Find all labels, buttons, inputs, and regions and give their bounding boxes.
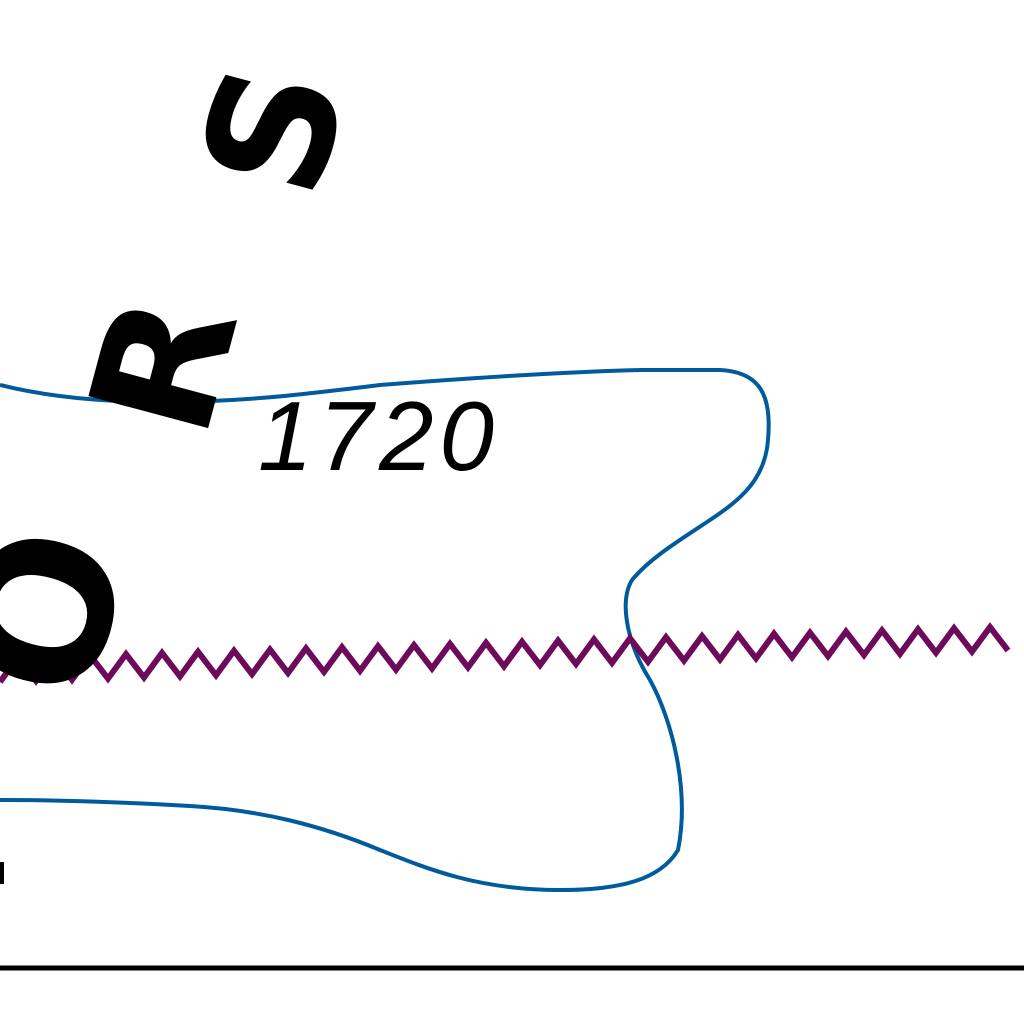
contour-elevation-label: 1720: [258, 381, 500, 491]
map-letter-r: R: [52, 276, 277, 454]
trail-line: [0, 622, 1011, 686]
left-edge-tick: [0, 862, 4, 884]
map-letter-o: O: [0, 505, 173, 718]
map-letter-s: S: [164, 45, 387, 215]
contour-line: [0, 368, 771, 893]
